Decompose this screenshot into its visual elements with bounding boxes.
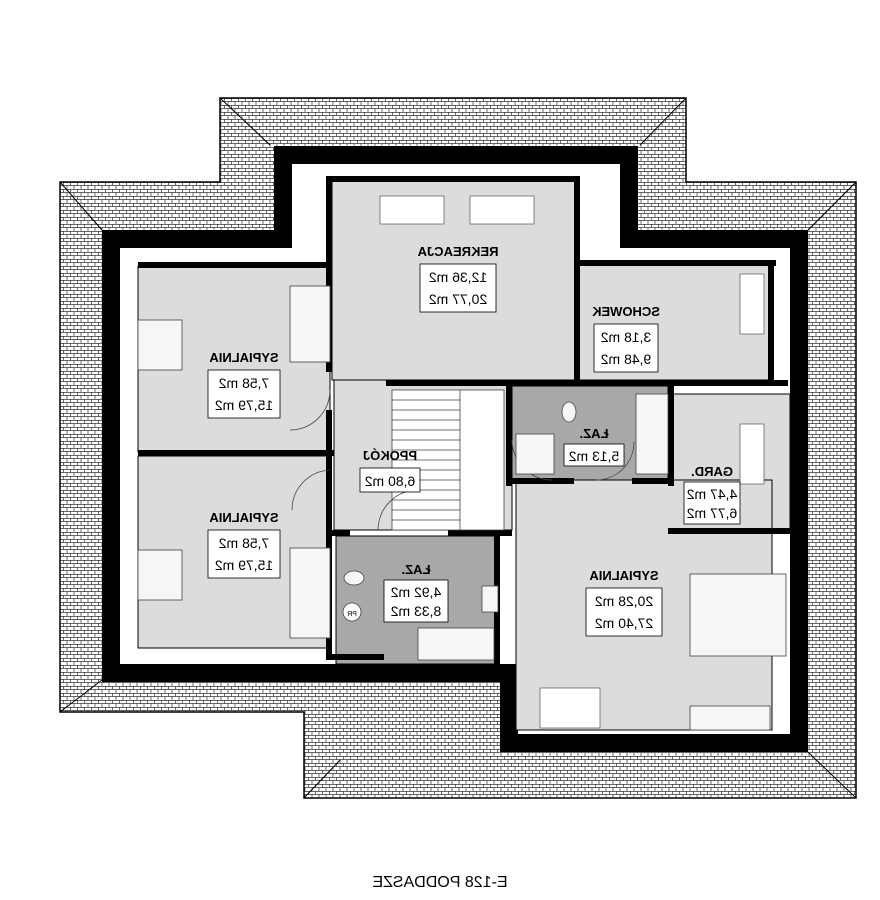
bed-left-top-2 [289, 285, 331, 363]
room-labels: REKREACJA 12,36 m2 20,77 m2 SCHOWEK 3,18… [207, 244, 741, 891]
sink-lower [481, 585, 499, 613]
desk [689, 705, 771, 731]
area-sypialnia-mid-total: 15,79 m2 [215, 557, 274, 573]
bathtub-lower [417, 627, 495, 661]
double-bed [689, 573, 787, 657]
bed-left-top [137, 319, 183, 371]
plan-caption: E-128 PODDASZE [372, 874, 507, 891]
area-sypialnia-main-usable: 20,28 m2 [595, 593, 654, 609]
area-schowek-usable: 3,18 m2 [600, 329, 651, 345]
bed-left-bottom-2 [289, 547, 331, 639]
area-sypialnia-mid-usable: 7,58 m2 [218, 535, 269, 551]
label-sypialnia-main: SYPIALNIA [589, 568, 659, 583]
area-sypialnia-main-total: 27,40 m2 [595, 615, 654, 631]
area-schowek-total: 9,48 m2 [600, 351, 651, 367]
area-sypialnia-top-total: 15,79 m2 [215, 397, 274, 413]
bathtub-upper [635, 393, 669, 475]
toilet-lower [343, 570, 365, 586]
skylights [379, 195, 765, 729]
stairs [391, 389, 505, 531]
area-garderoba-total: 6,77 m2 [686, 505, 737, 521]
label-lazienka-lower: ŁAZ. [402, 562, 431, 577]
label-sypialnia-top: SYPIALNIA [209, 350, 279, 365]
area-sypialnia-top-usable: 7,58 m2 [218, 375, 269, 391]
label-pralka: PR [347, 611, 357, 618]
area-lazienka-upper-usable: 5,13 m2 [568, 448, 619, 464]
area-lazienka-lower-total: 8,33 m2 [390, 603, 441, 619]
area-pokoj-usable: 6,80 m2 [364, 473, 415, 489]
label-pokoj: PPOKÓJ [363, 448, 417, 463]
area-rekreacja-total: 20,77 m2 [429, 291, 488, 307]
label-schowek: SCHOWEK [591, 304, 660, 319]
label-garderoba: GARD. [691, 464, 733, 479]
bed-left-bottom [137, 549, 183, 601]
furniture [137, 285, 787, 731]
label-rekreacja: REKREACJA [417, 244, 499, 259]
label-lazienka-upper: ŁAZ. [580, 426, 609, 441]
area-garderoba-usable: 4,47 m2 [686, 486, 737, 502]
label-sypialnia-mid: SYPIALNIA [209, 510, 279, 525]
washing-machine [342, 602, 362, 622]
area-rekreacja-usable: 12,36 m2 [429, 269, 488, 285]
area-lazienka-lower-usable: 4,92 m2 [390, 584, 441, 600]
shower [515, 433, 555, 475]
toilet-upper [561, 401, 577, 423]
